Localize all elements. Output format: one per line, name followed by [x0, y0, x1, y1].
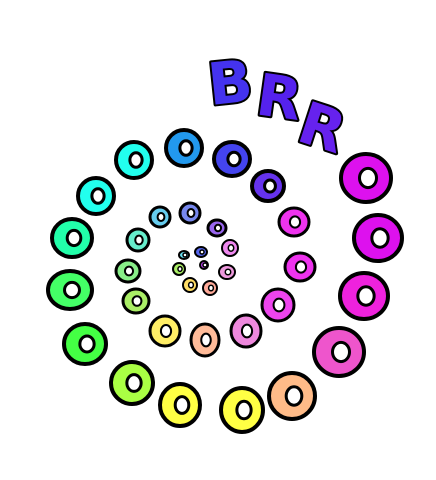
outer-ring-12 [76, 176, 116, 216]
ring-hole [288, 215, 302, 229]
middle-ring-6 [148, 314, 182, 348]
ring-hole [128, 151, 144, 169]
middle-ring-4 [229, 313, 263, 349]
title-letter-1: B [205, 47, 256, 119]
middle-ring-7 [121, 287, 151, 315]
outer-ring-16 [250, 169, 286, 203]
ring-hole [202, 262, 208, 268]
ring-hole [65, 228, 83, 248]
ring-hole [235, 399, 253, 421]
ring-hole [227, 244, 235, 252]
ring-hole [187, 281, 195, 289]
middle-ring-3 [260, 287, 296, 323]
ring-hole [125, 373, 143, 393]
ring-hole [284, 385, 304, 407]
outer-ring-5 [267, 371, 317, 421]
inner-ring-8 [199, 260, 209, 270]
ring-hole [182, 252, 188, 258]
outer-ring-3 [338, 271, 390, 321]
outer-ring-14 [164, 128, 204, 168]
middle-ring-5 [189, 322, 221, 358]
ring-hole [134, 234, 144, 246]
ring-hole [131, 295, 143, 307]
ring-hole [356, 285, 376, 307]
ring-hole [370, 227, 390, 249]
ring-hole [90, 187, 106, 205]
inner-ring-2 [218, 264, 236, 280]
ring-hole [156, 212, 166, 222]
ring-spiral [46, 128, 404, 434]
outer-ring-4 [312, 326, 366, 378]
outer-ring-15 [212, 140, 252, 178]
ring-hole [178, 139, 194, 157]
outer-ring-1 [339, 152, 393, 204]
inner-ring-5 [172, 262, 186, 276]
ring-hole [240, 323, 254, 339]
inner-ring-1 [221, 239, 239, 257]
outer-ring-13 [114, 140, 154, 180]
ring-hole [123, 265, 135, 277]
ring-hole [213, 223, 223, 233]
ring-hole [207, 284, 215, 292]
inner-ring-3 [202, 280, 218, 296]
ring-hole [224, 268, 232, 276]
outer-ring-10 [46, 269, 94, 311]
ring-hole [173, 395, 191, 415]
inner-ring-6 [178, 250, 190, 260]
ring-hole [331, 340, 351, 364]
ring-hole [186, 208, 196, 218]
ring-hole [226, 150, 242, 168]
ring-hole [199, 249, 205, 255]
ring-hole [78, 334, 96, 354]
ring-hole [272, 297, 286, 313]
middle-ring-2 [283, 251, 317, 283]
outer-ring-11 [50, 217, 94, 259]
ring-hole [294, 260, 308, 274]
title-letter-2: R [252, 61, 306, 135]
outer-ring-7 [158, 382, 202, 428]
middle-ring-12 [206, 218, 228, 238]
middle-ring-8 [114, 258, 142, 284]
middle-ring-11 [178, 201, 202, 225]
ring-hole [358, 166, 378, 190]
ring-hole [63, 280, 81, 300]
middle-ring-9 [125, 227, 151, 253]
outer-ring-2 [352, 213, 404, 263]
inner-ring-7 [194, 246, 208, 258]
ring-hole [200, 332, 212, 348]
outer-ring-9 [62, 322, 108, 366]
outer-ring-8 [109, 360, 155, 406]
outer-ring-6 [219, 386, 265, 434]
brr-title: BRRO [203, 45, 356, 169]
middle-ring-1 [277, 206, 311, 238]
ring-hole [159, 324, 173, 338]
middle-ring-10 [148, 205, 172, 229]
ring-hole [177, 265, 183, 273]
ring-hole [263, 178, 277, 194]
inner-ring-4 [182, 277, 198, 293]
